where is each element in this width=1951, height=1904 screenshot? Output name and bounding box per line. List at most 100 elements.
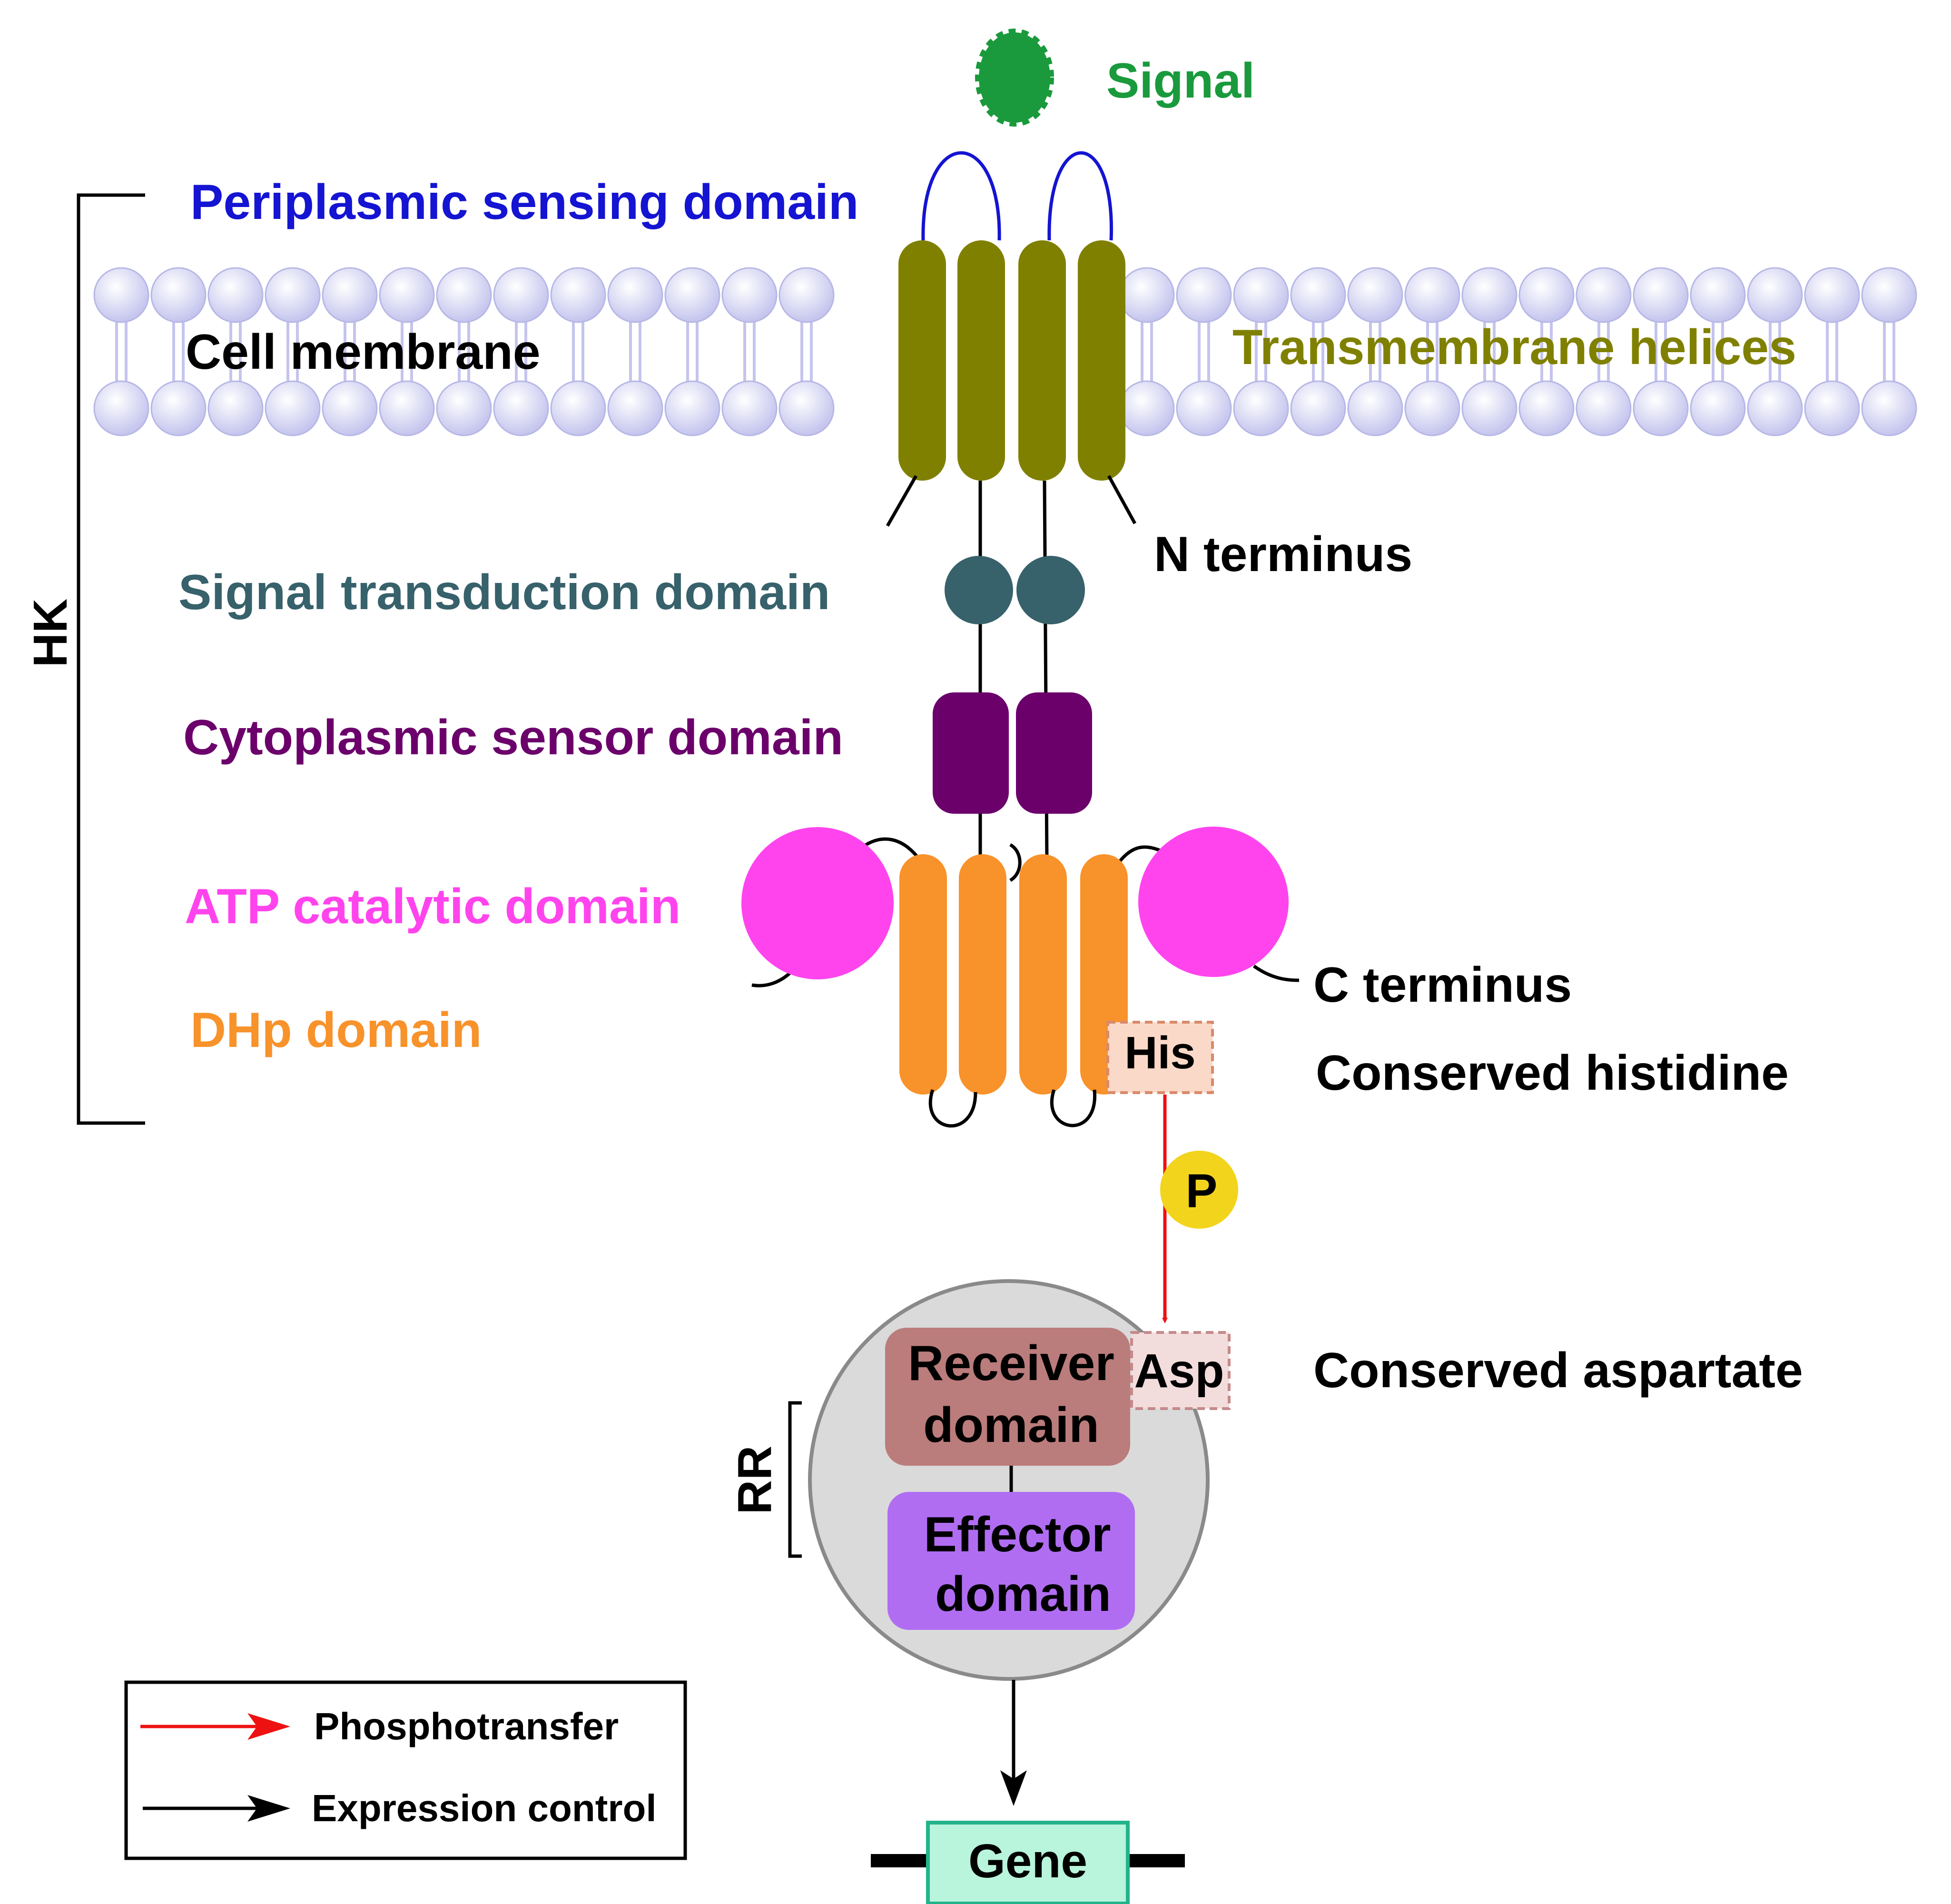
- lipid-head: [322, 380, 378, 436]
- c-terminus-label: C terminus: [1313, 957, 1572, 1013]
- svg-text:P: P: [1186, 1164, 1218, 1218]
- legend-expression-control-label: Expression control: [312, 1787, 657, 1829]
- signal-transduction-domain: [945, 556, 1085, 624]
- lipid-head: [550, 267, 606, 323]
- lipid-head: [607, 380, 663, 436]
- lipid-head: [493, 267, 549, 323]
- lipid-head: [1690, 380, 1746, 436]
- lipid-head: [550, 380, 606, 436]
- lipid-head: [1633, 267, 1689, 323]
- n-terminus-label: N terminus: [1154, 527, 1412, 582]
- lipid-head: [1347, 267, 1403, 323]
- lipid-head: [1176, 380, 1232, 436]
- dhp-label: DHp domain: [190, 1003, 482, 1058]
- lipid-head: [265, 267, 321, 323]
- lipid-head: [1119, 267, 1175, 323]
- lipid-head: [1518, 380, 1575, 436]
- atp-catalytic-label: ATP catalytic domain: [185, 879, 680, 934]
- lipid-head: [1290, 380, 1346, 436]
- svg-text:Receiver: Receiver: [908, 1336, 1114, 1391]
- legend: Phosphotransfer Expression control: [124, 1680, 687, 1860]
- signal-label: Signal: [1106, 53, 1255, 109]
- lipid-head: [1461, 267, 1517, 323]
- lipid-head: [664, 267, 720, 323]
- svg-text:Gene: Gene: [968, 1835, 1087, 1888]
- lipid-head: [436, 267, 492, 323]
- transmembrane-label: Transmembrane helices: [1232, 320, 1796, 375]
- lipid-head: [1233, 267, 1289, 323]
- effector-domain: Effector domain: [887, 1492, 1135, 1630]
- rr-label: RR: [728, 1446, 781, 1514]
- lipid-head: [150, 267, 207, 323]
- lipid-head: [664, 380, 720, 436]
- lipid-head: [379, 267, 435, 323]
- lipid-head: [1290, 267, 1346, 323]
- lipid-head: [1576, 380, 1632, 436]
- lipid-head: [1176, 267, 1232, 323]
- signal-molecule: [975, 29, 1054, 127]
- expression-control-arrow: [1000, 1680, 1027, 1806]
- transmembrane-helices: [898, 240, 1125, 481]
- svg-text:His: His: [1124, 1027, 1195, 1078]
- legend-phosphotransfer-label: Phosphotransfer: [314, 1705, 619, 1747]
- conserved-aspartate-label: Conserved aspartate: [1313, 1343, 1803, 1398]
- cytoplasmic-sensor-label: Cytoplasmic sensor domain: [183, 710, 843, 765]
- gene: Gene: [871, 1821, 1185, 1904]
- hk-bracket: [77, 193, 145, 1125]
- receiver-domain: Receiver domain: [885, 1328, 1130, 1466]
- lipid-head: [1861, 380, 1917, 436]
- lipid-head: [207, 380, 264, 436]
- lipid-head: [1518, 267, 1575, 323]
- signal-transduction-label: Signal transduction domain: [178, 565, 830, 620]
- lipid-head: [1633, 380, 1689, 436]
- lipid-head: [1404, 380, 1460, 436]
- dhp-bottom-loops: [928, 1089, 1096, 1128]
- lipid-head: [1347, 380, 1403, 436]
- legend-phosphotransfer-arrow: [140, 1713, 290, 1740]
- n-terminus-tails: [886, 475, 1137, 527]
- periplasmic-loops: [921, 151, 1113, 241]
- svg-text:Effector: Effector: [924, 1507, 1111, 1562]
- lipid-head: [207, 267, 264, 323]
- lipid-head: [379, 380, 435, 436]
- lipid-head: [93, 267, 149, 323]
- lipid-head: [1233, 380, 1289, 436]
- lipid-head: [721, 267, 778, 323]
- lipid-head: [778, 267, 835, 323]
- lipid-head: [721, 380, 778, 436]
- svg-text:domain: domain: [935, 1567, 1111, 1622]
- hk-label: HK: [24, 599, 77, 667]
- rr-bracket: [788, 1401, 802, 1558]
- lipid-head: [93, 380, 149, 436]
- lipid-head: [436, 380, 492, 436]
- lipid-head: [778, 380, 835, 436]
- periplasmic-label: Periplasmic sensing domain: [190, 175, 858, 230]
- asp-box: Asp: [1130, 1331, 1231, 1410]
- lipid-head: [1747, 380, 1803, 436]
- lipid-head: [1747, 267, 1803, 323]
- lipid-head: [265, 380, 321, 436]
- lipid-head: [607, 267, 663, 323]
- lipid-head: [493, 380, 549, 436]
- cell-membrane-bilayer: [93, 267, 1917, 436]
- lipid-head: [1861, 267, 1917, 323]
- lipid-head: [1690, 267, 1746, 323]
- lipid-head: [1119, 380, 1175, 436]
- dhp-domain-helices: [899, 854, 1128, 1095]
- cell-membrane-label: Cell membrane: [186, 325, 541, 380]
- lipid-head: [322, 267, 378, 323]
- svg-text:domain: domain: [923, 1398, 1099, 1453]
- lipid-head: [1461, 380, 1517, 436]
- cytoplasmic-sensor-domain: [933, 692, 1092, 814]
- lipid-head: [1576, 267, 1632, 323]
- svg-text:Asp: Asp: [1134, 1344, 1224, 1398]
- lipid-head: [1804, 380, 1860, 436]
- atp-connector-loops: [751, 837, 1300, 987]
- legend-expression-control-arrow: [143, 1795, 290, 1822]
- atp-catalytic-domain: [741, 827, 1289, 979]
- phosphate-circle: P: [1160, 1151, 1238, 1229]
- legend-box: [124, 1680, 687, 1860]
- lipid-head: [150, 380, 207, 436]
- connector-lines: [978, 480, 1049, 882]
